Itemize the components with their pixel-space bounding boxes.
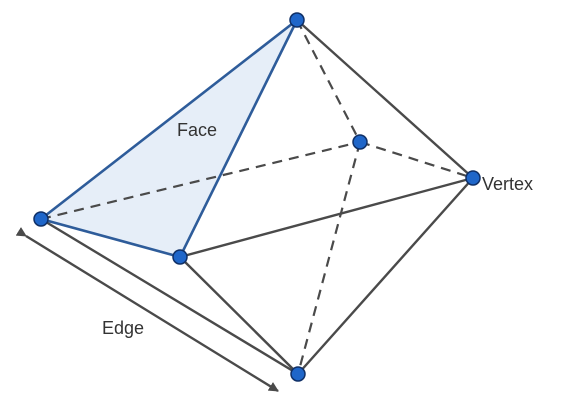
- vertex-bottom: [290, 366, 306, 382]
- edge-hidden-left-back: [40, 140, 361, 221]
- vertex-left: [33, 211, 49, 227]
- edge-arrow: [15, 227, 279, 393]
- vertex-front: [172, 249, 188, 265]
- vertex-back: [352, 134, 368, 150]
- vertex-top: [289, 12, 305, 28]
- edge-right-bottom: [297, 177, 474, 375]
- edge-hidden-back-bottom: [296, 141, 362, 375]
- edge-hidden-top-back: [296, 19, 361, 143]
- face-highlight: [41, 20, 297, 257]
- edge-label: Edge: [102, 318, 144, 338]
- vertices: [33, 12, 481, 382]
- vertex-label: Vertex: [482, 174, 533, 194]
- face-label: Face: [177, 120, 217, 140]
- edge-hidden-back-right: [359, 140, 474, 180]
- edge-top-right: [296, 19, 474, 179]
- edge-front-right: [179, 176, 474, 259]
- hidden-edges: [40, 19, 474, 375]
- edge-face-top-front: [178, 19, 299, 258]
- vertex-right: [465, 170, 481, 186]
- edge-front-bottom: [179, 256, 299, 375]
- edge-face-top-left: [40, 18, 298, 221]
